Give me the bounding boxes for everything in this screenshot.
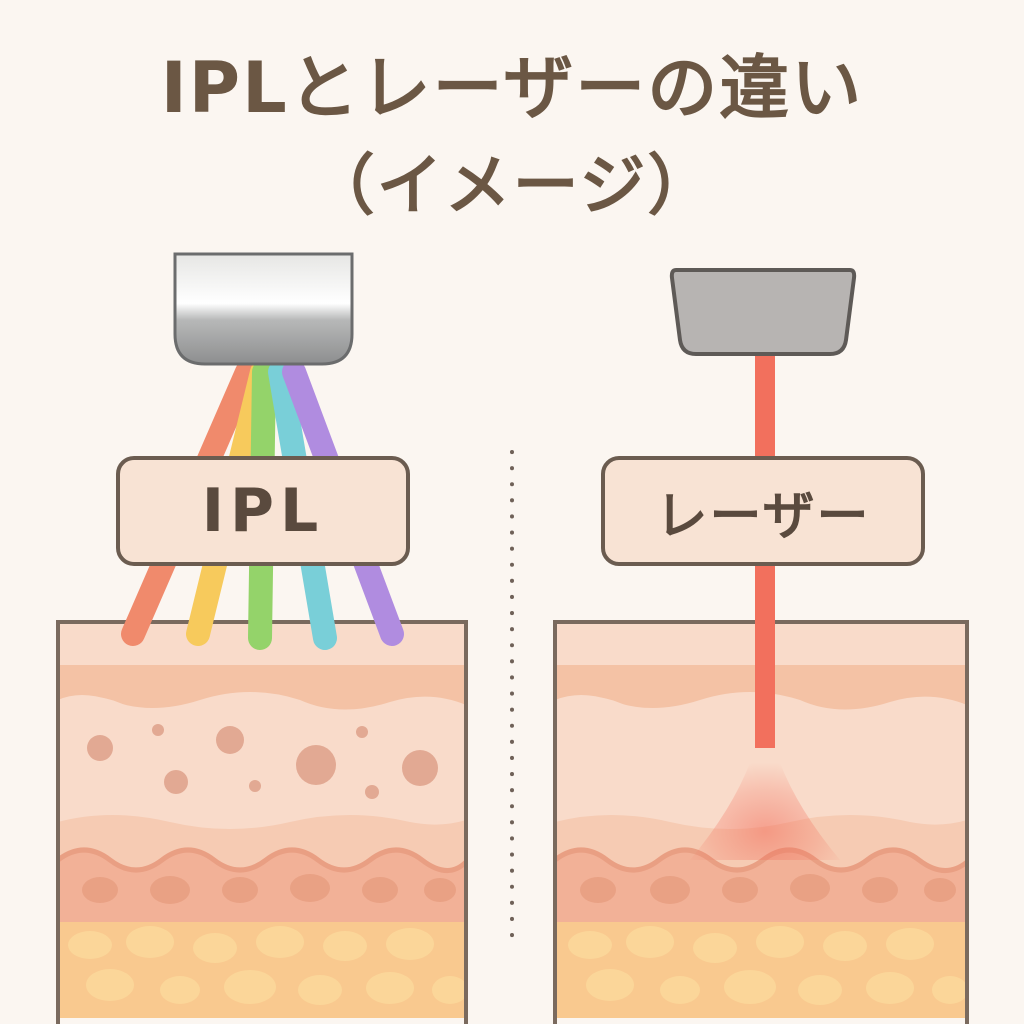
page-subtitle: （イメージ） xyxy=(308,147,716,224)
laser-skin-cross-section xyxy=(555,622,967,1018)
laser-penetration-glow xyxy=(690,745,840,860)
ipl-device-head xyxy=(173,252,354,366)
ipl-label: IPL xyxy=(116,456,410,566)
page-title: IPLとレーザーの違い xyxy=(160,47,864,129)
ipl-skin-cross-section xyxy=(58,622,466,1018)
laser-device-head xyxy=(669,268,857,356)
laser-label: レーザー xyxy=(601,456,925,566)
